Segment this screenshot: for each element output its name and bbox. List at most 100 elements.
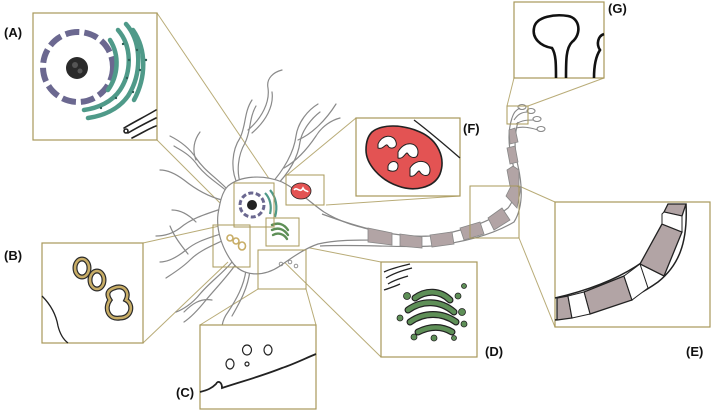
- dendrite: [155, 207, 225, 237]
- dendrite: [232, 99, 253, 186]
- axon-terminal-branch: [515, 126, 539, 131]
- node-of-ranvier: [623, 263, 649, 301]
- dendrite: [273, 111, 321, 189]
- axon-terminal-branch: [513, 111, 529, 121]
- golgi-edge-a: [123, 109, 157, 139]
- connector-line-f-right: [325, 195, 461, 206]
- connector-line-b-top: [142, 224, 225, 244]
- rough-er-small: [264, 192, 272, 215]
- region-box-e: [469, 185, 520, 239]
- connector-lines: [142, 12, 605, 358]
- cell-membrane-f: [413, 119, 461, 159]
- nucleolus-texture: [77, 68, 83, 74]
- rough-er-cisternae: [81, 21, 146, 121]
- panel-label-c: (C): [176, 385, 194, 400]
- dendrite: [269, 103, 319, 186]
- region-box-c: [257, 249, 307, 290]
- synaptic-bouton: [536, 125, 546, 133]
- connector-line-d-top: [299, 245, 382, 263]
- nucleolus-texture: [72, 62, 78, 68]
- panel-label-b: (B): [4, 248, 22, 263]
- axon: [319, 117, 522, 249]
- terminal-bouton-neighbor: [592, 32, 605, 79]
- dendrite: [297, 103, 337, 141]
- inset-g: [513, 1, 605, 79]
- cell-membrane-c: [199, 353, 317, 393]
- dendrite: [173, 145, 229, 193]
- mitochondrion-cristae: [377, 135, 431, 177]
- rough-er-small: [269, 189, 278, 218]
- cell-membrane-b: [41, 295, 69, 344]
- connector-line-c-right: [305, 288, 317, 326]
- dendrite: [169, 135, 227, 189]
- panel-label-d: (D): [485, 344, 503, 359]
- golgi-cisternae: [405, 289, 459, 335]
- er-ribosomes: [99, 42, 148, 110]
- myelin-segment: [506, 145, 519, 165]
- inset-e-frame: [554, 201, 711, 328]
- vesicles: [225, 344, 273, 370]
- connector-line-g-right: [527, 77, 605, 107]
- inset-e: [554, 201, 711, 328]
- myelin-segment: [506, 165, 520, 187]
- node-of-ranvier: [567, 291, 591, 319]
- panel-label-e: (E): [686, 344, 703, 359]
- connector-line-c-left: [199, 288, 259, 326]
- dendrite: [237, 105, 257, 186]
- nucleus-small: [238, 191, 266, 219]
- nucleolus: [66, 57, 88, 79]
- dendrite: [231, 269, 251, 317]
- dendrite: [169, 225, 189, 255]
- region-box-d: [265, 217, 300, 247]
- mitochondrion-small-cristae: [293, 186, 309, 193]
- dendrite: [183, 299, 213, 313]
- dendrite: [183, 263, 237, 323]
- er-fragment-d: [383, 263, 413, 291]
- axon-terminals: [511, 103, 546, 133]
- dendrite: [251, 91, 273, 134]
- synaptic-bouton: [526, 107, 536, 115]
- connector-line-g-left: [506, 77, 515, 107]
- region-box-b: [212, 224, 251, 268]
- nucleolus-small: [247, 200, 257, 210]
- dendrite: [159, 169, 223, 201]
- soma-organelles: [226, 182, 312, 269]
- myelin-sheath-segments: [367, 127, 522, 249]
- myelin-segment: [459, 221, 485, 241]
- terminal-bouton-outline: [532, 14, 580, 79]
- inset-d: [380, 261, 478, 358]
- connector-line-f-left: [286, 117, 357, 176]
- inset-a: [32, 12, 158, 141]
- node-of-ranvier: [661, 211, 683, 233]
- nuclear-envelope: [40, 29, 116, 105]
- dendrite: [171, 209, 197, 223]
- axon-terminal-branch: [515, 119, 535, 125]
- dendrite: [165, 237, 229, 279]
- panel-label-a: (A): [4, 25, 22, 40]
- membrane-vesicles-small: [278, 259, 299, 269]
- region-box-f: [285, 174, 325, 206]
- myelin-segment: [487, 207, 511, 231]
- inset-g-frame: [513, 1, 605, 79]
- panel-label-f: (F): [463, 121, 480, 136]
- synaptic-bouton: [517, 103, 527, 111]
- inset-b: [41, 242, 144, 344]
- inset-f: [355, 117, 461, 197]
- connector-line-e-top: [518, 185, 556, 203]
- inset-c: [199, 324, 317, 410]
- inset-c-frame: [199, 324, 317, 410]
- connector-line-e-bottom: [518, 237, 556, 328]
- golgi-vesicles: [396, 283, 468, 342]
- myelin-segment: [429, 231, 455, 248]
- dendrite: [193, 131, 201, 161]
- myelin-segment: [508, 127, 519, 145]
- connector-line-b-bottom: [142, 261, 229, 344]
- lysosomes-small: [226, 234, 247, 251]
- synaptic-bouton: [532, 115, 542, 123]
- dendrite: [175, 261, 233, 313]
- myelin-segment: [367, 227, 393, 246]
- panel-label-g: (G): [608, 1, 627, 16]
- lysosome-fills: [73, 257, 133, 320]
